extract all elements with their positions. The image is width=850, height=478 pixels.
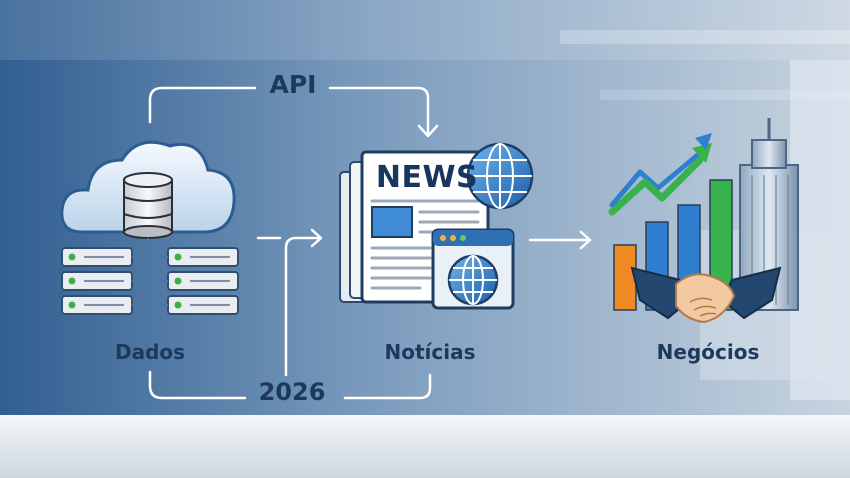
server-slots xyxy=(84,256,230,306)
year-connector xyxy=(148,228,432,400)
noticias-label: Notícias xyxy=(384,340,476,364)
flow-arrow-2 xyxy=(528,230,592,250)
newspaper-masthead: NEWS xyxy=(375,160,479,195)
trend-arrow-icon xyxy=(608,133,712,216)
server-wiring xyxy=(132,238,168,306)
year-label: 2026 xyxy=(258,378,326,406)
database-icon xyxy=(123,172,173,239)
server-lights xyxy=(68,253,182,309)
globe-icon xyxy=(466,142,534,210)
negocios-label: Negócios xyxy=(656,340,760,364)
handshake-icon xyxy=(630,266,782,324)
dados-label: Dados xyxy=(114,340,186,364)
api-label: API xyxy=(269,70,317,99)
globe-icon-small xyxy=(447,254,499,306)
api-connector xyxy=(148,86,439,138)
